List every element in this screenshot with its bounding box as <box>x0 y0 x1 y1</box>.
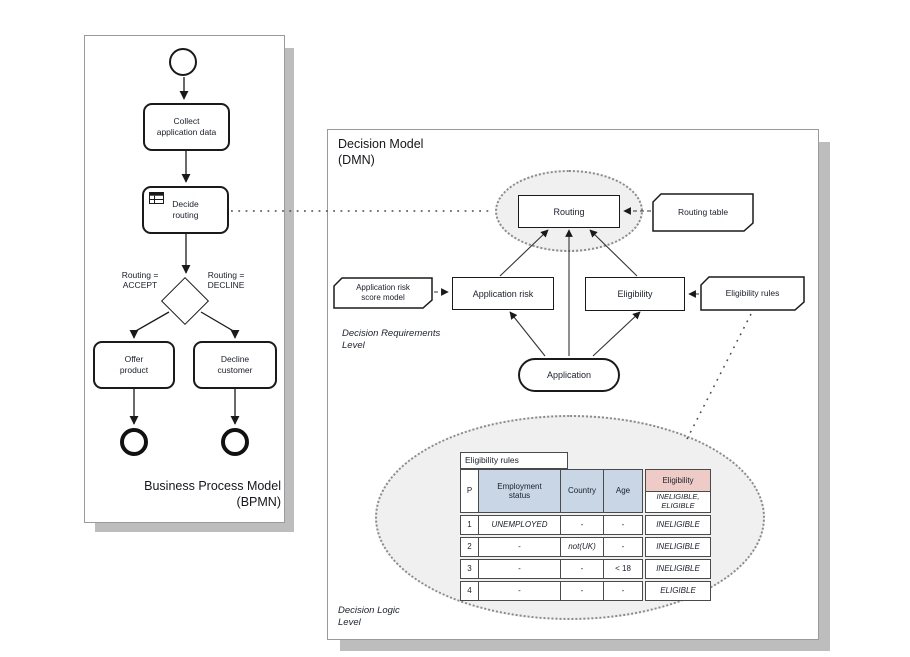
decision-application-risk-label: Application risk <box>472 288 534 299</box>
dmn-panel-title: Decision Model (DMN) <box>338 137 424 167</box>
rule-3-employment: - <box>478 559 561 579</box>
decision-eligibility: Eligibility <box>585 277 685 311</box>
task-decide-label: Decide routing <box>172 198 199 220</box>
decision-table: Eligibility rules P Employment status Co… <box>460 452 712 602</box>
task-decline-label: Decline customer <box>217 353 253 375</box>
task-offer-product: Offer product <box>93 341 175 389</box>
col-header-employment: Employment status <box>478 469 561 513</box>
rule-4-output: ELIGIBLE <box>645 581 711 601</box>
rule-3-output: INELIGIBLE <box>645 559 711 579</box>
bkm-shape <box>700 276 805 311</box>
rule-4-number: 4 <box>460 581 479 601</box>
rule-4-age: - <box>603 581 643 601</box>
rule-2-employment: - <box>478 537 561 557</box>
rule-3-country: - <box>560 559 604 579</box>
rule-2-output: INELIGIBLE <box>645 537 711 557</box>
rule-2-age: - <box>603 537 643 557</box>
task-decide-routing: Decide routing <box>142 186 229 234</box>
bkm-routing-table-label: Routing table <box>677 207 729 218</box>
decision-logic-level-label: Decision Logic Level <box>338 605 400 628</box>
decision-routing-label: Routing <box>553 206 585 217</box>
bkm-shape <box>652 193 754 232</box>
bkm-shape <box>333 277 433 309</box>
rule-2-number: 2 <box>460 537 479 557</box>
task-collect-application-data: Collect application data <box>143 103 230 151</box>
task-collect-label: Collect application data <box>156 115 217 137</box>
start-event <box>169 48 197 76</box>
decision-routing: Routing <box>518 195 620 228</box>
col-header-output: Eligibility <box>645 469 711 492</box>
decision-eligibility-label: Eligibility <box>617 289 653 299</box>
rule-4-country: - <box>560 581 604 601</box>
rule-1-output: INELIGIBLE <box>645 515 711 535</box>
rule-1-country: - <box>560 515 604 535</box>
bpmn-panel-title: Business Process Model (BPMN) <box>144 479 281 509</box>
bkm-eligibility-rules-label: Eligibility rules <box>725 288 780 299</box>
end-event-offer <box>120 428 148 456</box>
decision-requirements-level-label: Decision Requirements Level <box>342 328 441 351</box>
bkm-score-model-label: Application risk score model <box>356 283 410 302</box>
rule-3-number: 3 <box>460 559 479 579</box>
bkm-application-risk-score-model: Application risk score model <box>333 277 433 309</box>
bkm-routing-table: Routing table <box>652 193 754 232</box>
col-header-p: P <box>460 469 479 513</box>
bkm-eligibility-rules: Eligibility rules <box>700 276 805 311</box>
task-offer-label: Offer product <box>119 353 149 375</box>
col-header-country: Country <box>560 469 604 513</box>
rule-1-employment: UNEMPLOYED <box>478 515 561 535</box>
rule-2-country: not(UK) <box>560 537 604 557</box>
task-decline-customer: Decline customer <box>193 341 277 389</box>
rule-4-employment: - <box>478 581 561 601</box>
gateway-accept-label: Routing = ACCEPT <box>121 270 159 291</box>
gateway-decline-label: Routing = DECLINE <box>207 270 245 291</box>
rule-1-age: - <box>603 515 643 535</box>
decision-table-title: Eligibility rules <box>460 452 568 469</box>
input-data-application-label: Application <box>546 370 592 380</box>
input-data-application: Application <box>518 358 620 392</box>
decision-application-risk: Application risk <box>452 277 554 310</box>
business-rule-task-icon <box>149 192 164 204</box>
output-allowed-values: INELIGIBLE, ELIGIBLE <box>645 491 711 513</box>
rule-3-age: < 18 <box>603 559 643 579</box>
end-event-decline <box>221 428 249 456</box>
col-header-age: Age <box>603 469 643 513</box>
rule-1-number: 1 <box>460 515 479 535</box>
